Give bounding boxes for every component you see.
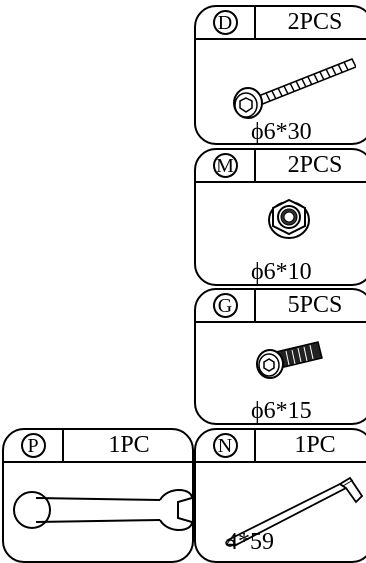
part-quantity: 2PCS [287, 152, 343, 178]
part-size: 4*59 [226, 529, 274, 555]
part-letter: G [212, 293, 238, 318]
part-card-g: G 5PCS ϕ6*15 [194, 288, 366, 425]
long-hex-socket-bolt-icon [233, 58, 356, 119]
flange-nut-icon [268, 198, 310, 239]
part-size: ϕ6*10 [251, 259, 312, 285]
part-letter: P [20, 433, 46, 458]
part-letter: M [212, 153, 238, 178]
part-letter-badge: M [196, 150, 256, 181]
part-letter: N [212, 433, 238, 458]
part-letter-badge: D [196, 7, 256, 38]
part-letter: D [212, 10, 238, 35]
open-end-wrench-icon [13, 489, 192, 531]
part-letter-badge: N [196, 430, 256, 461]
part-letter-badge: G [196, 290, 256, 321]
allen-key-icon [225, 476, 364, 548]
part-size: ϕ6*30 [251, 119, 312, 145]
part-size: ϕ6*15 [251, 398, 312, 424]
part-quantity: 5PCS [287, 292, 343, 318]
part-card-m: M 2PCS ϕ6*10 [194, 148, 366, 286]
part-header: D 2PCS [196, 7, 366, 40]
part-quantity: 1PC [108, 432, 150, 458]
part-card-n: N 1PC 4*59 [194, 428, 366, 563]
part-card-d: D 2PCS ϕ6*30 [194, 5, 366, 145]
part-quantity: 1PC [294, 432, 336, 458]
part-header: G 5PCS [196, 290, 366, 323]
part-card-p: P 1PC [2, 428, 194, 563]
part-quantity: 2PCS [287, 9, 343, 35]
part-header: P 1PC [4, 430, 192, 463]
part-header: M 2PCS [196, 150, 366, 183]
part-letter-badge: P [4, 430, 64, 461]
part-header: N 1PC [196, 430, 366, 463]
short-hex-socket-bolt-icon [256, 341, 323, 379]
